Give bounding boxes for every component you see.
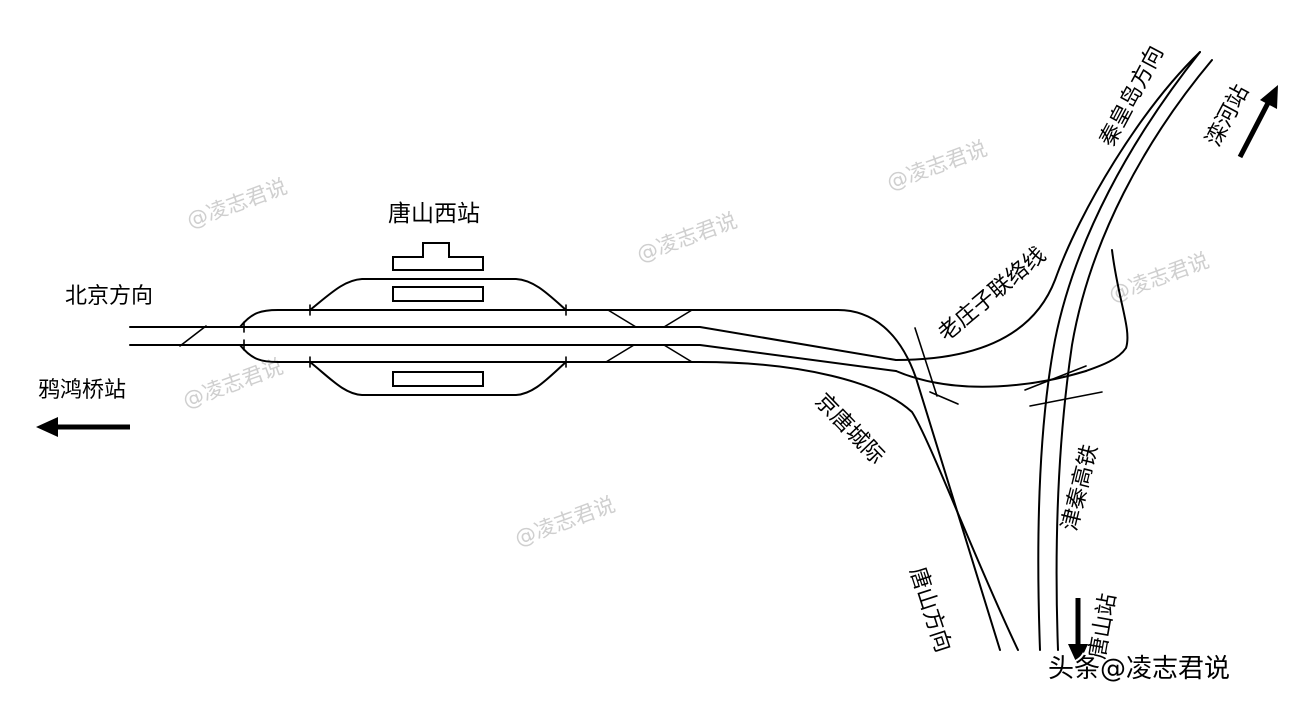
platform-north (392, 286, 484, 302)
watermark-1: @凌志君说 (184, 174, 291, 232)
main-track-south (129, 344, 897, 372)
station-title: 唐山西站 (388, 201, 480, 227)
arrow-north-east-icon (1237, 85, 1278, 159)
watermark-5: @凌志君说 (180, 354, 287, 412)
tangshan-direction-label: 唐山方向 (904, 564, 955, 655)
switches (179, 304, 693, 368)
watermark-2: @凌志君说 (634, 208, 741, 266)
jinqin-track-east (1055, 59, 1213, 651)
arrow-west-icon (36, 417, 130, 437)
crossover-mid-3 (605, 344, 635, 363)
jinqin-track-west (1037, 51, 1201, 651)
arrows (36, 85, 1278, 666)
yahongqiao-station-label: 鸦鸿桥站 (38, 378, 126, 403)
beijing-direction-label: 北京方向 (65, 284, 153, 309)
junction-tick-4 (1029, 391, 1103, 407)
laozhuangzi-link-label: 老庄子联络线 (934, 243, 1051, 347)
tangshan-station-label: 唐山站 (1085, 592, 1121, 661)
jinqin-loop (1085, 249, 1129, 372)
main-track-north (129, 326, 897, 361)
station-track-3 (239, 344, 1019, 651)
crossover-mid-2 (663, 309, 693, 328)
platform-south (392, 371, 484, 387)
jinqin-hsr-label: 津秦高铁 (1058, 442, 1104, 533)
watermark-3: @凌志君说 (884, 136, 991, 194)
crossover-west (179, 325, 207, 347)
watermarks: @凌志君说 @凌志君说 @凌志君说 @凌志君说 @凌志君说 @凌志君说 (180, 136, 1213, 550)
arrow-south-icon (1068, 598, 1088, 666)
crossover-mid-4 (663, 344, 693, 363)
junction-tick-1 (914, 327, 938, 397)
watermark-6: @凌志君说 (512, 492, 619, 550)
station-buildings (392, 242, 484, 387)
station-track-4 (309, 361, 567, 396)
jingtang-intercity-label: 京唐城际 (810, 389, 889, 470)
tracks (129, 51, 1213, 651)
station-building (392, 242, 484, 271)
station-track-2 (239, 309, 1001, 651)
laozhuangzi-link-south (895, 370, 1087, 388)
junction-tick-3 (1024, 365, 1087, 391)
credit-label: 头条@凌志君说 (1048, 654, 1230, 684)
junction-tick-2 (929, 391, 959, 405)
crossover-mid-1 (607, 309, 637, 328)
station-track-1 (309, 278, 567, 311)
laozhuangzi-link-north (895, 51, 1201, 361)
